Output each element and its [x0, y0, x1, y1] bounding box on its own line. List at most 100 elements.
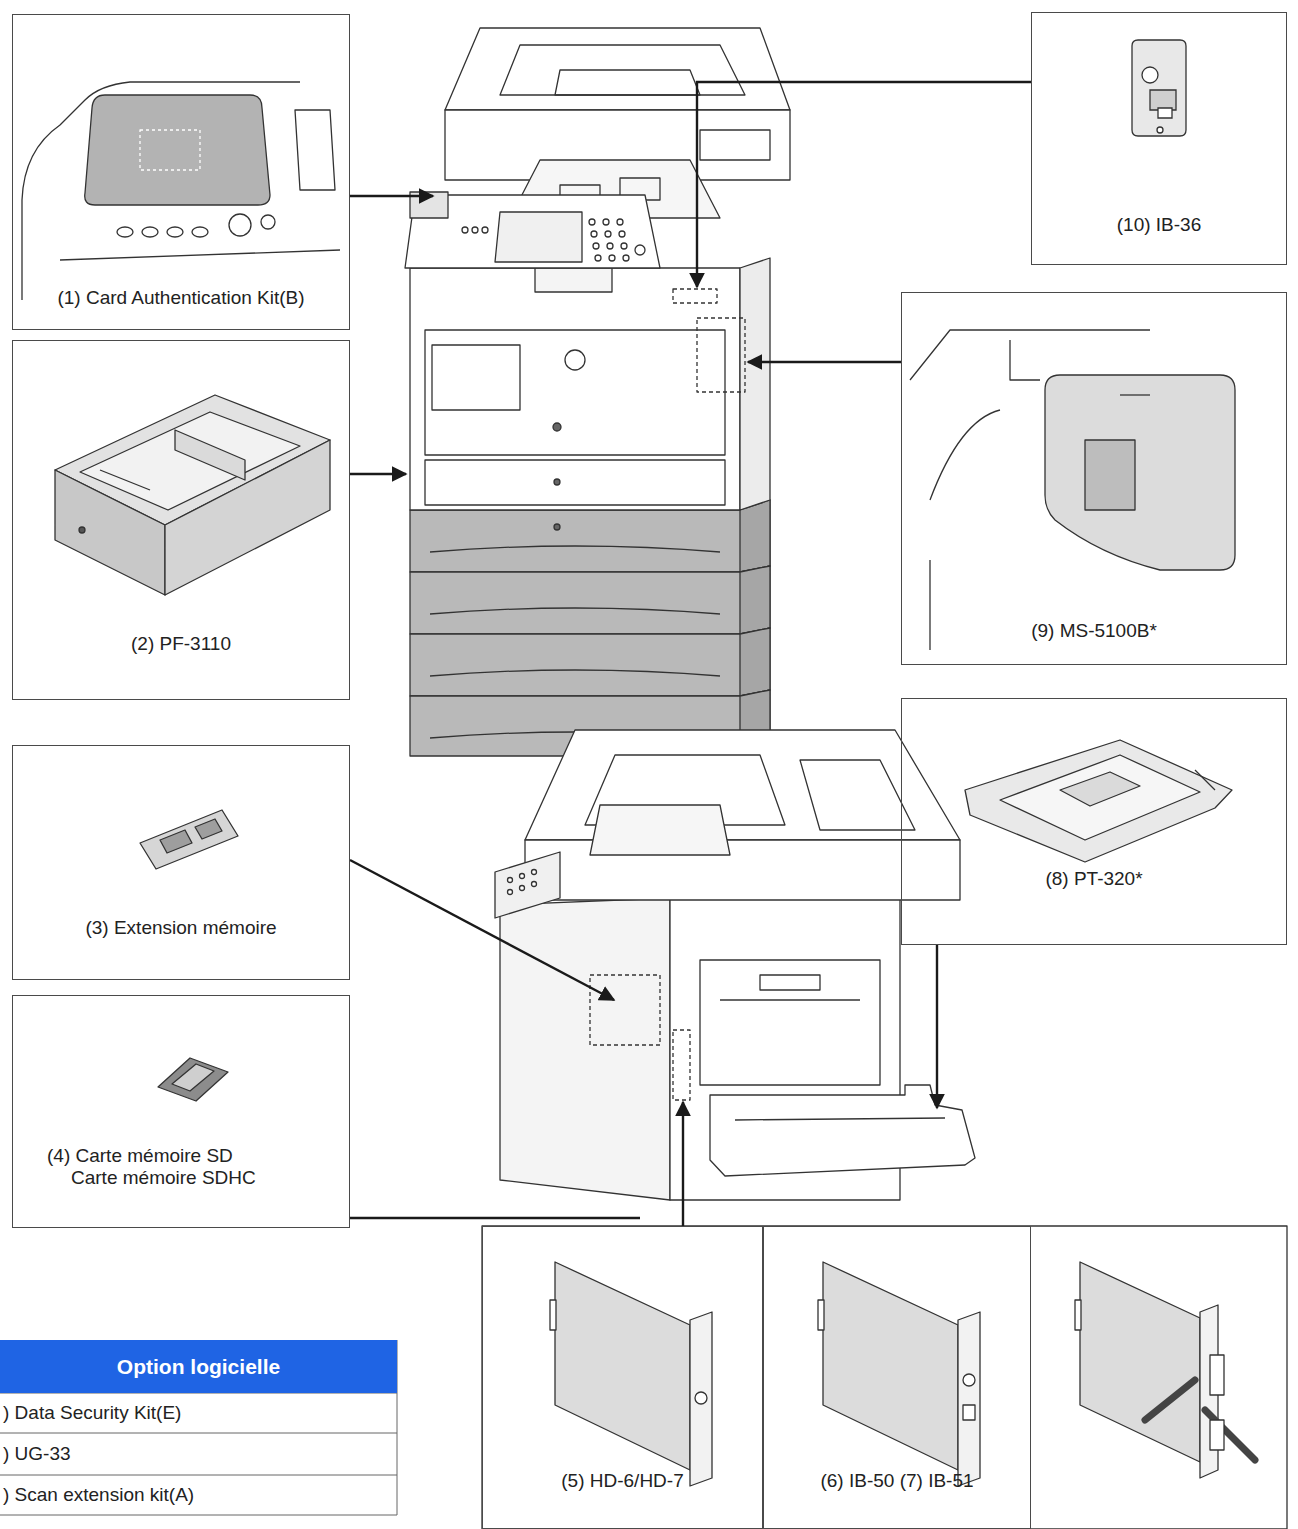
part-label: (2) PF-3110	[131, 633, 231, 655]
mount-part-shape	[1120, 394, 1150, 395]
paper-feeder-stack-shape	[430, 546, 720, 552]
output-tray-part	[965, 740, 1232, 862]
card-reader-closeup	[22, 82, 340, 300]
expansion-card-parts-shape	[482, 1226, 1287, 1529]
card-reader-closeup-shape	[295, 110, 335, 190]
operation-panel-shape	[609, 255, 615, 261]
operation-panel-shape	[589, 219, 595, 225]
output-tray-part-shape	[1000, 755, 1200, 840]
sd-card-part-shape	[172, 1064, 214, 1091]
printer-rear-view-shape	[760, 975, 820, 990]
printer-rear-view-shape	[525, 840, 960, 900]
leader-arrows-shape	[748, 361, 901, 363]
printer-rear-view-shape	[508, 878, 513, 883]
operation-panel-shape	[621, 243, 627, 249]
operation-panel-shape	[482, 227, 488, 233]
operation-panel-shape	[619, 231, 625, 237]
operation-panel-shape	[603, 219, 609, 225]
memory-module-part-shape	[160, 830, 192, 853]
operation-panel-shape	[635, 245, 645, 255]
dashed-slot	[697, 318, 745, 392]
interface-module-part-shape	[1142, 67, 1158, 83]
part-label: (6) IB-50 (7) IB-51	[820, 1470, 973, 1492]
sd-card-part-shape	[158, 1058, 228, 1101]
output-tray-part-shape	[1060, 772, 1140, 806]
table-cell: ) Scan extension kit(A)	[3, 1484, 393, 1508]
paper-feeder-stack-shape	[410, 628, 770, 696]
card-reader-closeup-shape	[229, 214, 251, 236]
interface-module-part-shape	[1150, 90, 1176, 110]
paper-feeder-stack	[410, 500, 770, 756]
table-grid-shape	[0, 1340, 397, 1515]
leader-arrows-shape	[697, 82, 1031, 287]
memory-module-part	[140, 810, 238, 869]
memory-module-part-shape	[195, 819, 222, 839]
paper-feeder-stack-shape	[410, 500, 770, 572]
printer-body-shape	[554, 479, 560, 485]
operation-panel-shape	[472, 227, 478, 233]
operation-panel-shape	[607, 243, 613, 249]
paper-feeder-stack-shape	[430, 608, 720, 614]
interface-module-part-shape	[1132, 40, 1186, 136]
leader-arrows-shape	[936, 945, 938, 1108]
mount-part-shape	[1045, 375, 1235, 570]
sd-card-part	[158, 1058, 228, 1101]
part-label: (9) MS-5100B*	[1031, 620, 1157, 642]
mount-part-shape	[910, 330, 1150, 380]
expansion-card-parts-shape	[1205, 1410, 1255, 1460]
card-reader-closeup-shape	[85, 95, 270, 205]
mount-part-shape	[929, 560, 930, 650]
expansion-card-parts-shape	[1075, 1300, 1081, 1330]
paper-feeder-part-shape	[80, 412, 300, 510]
operation-panel	[405, 192, 660, 268]
leader-arrows-shape	[682, 1102, 684, 1226]
operation-panel-shape	[462, 227, 468, 233]
printer-body-shape	[410, 268, 740, 510]
operation-panel-shape	[593, 243, 599, 249]
card-reader-closeup-shape	[22, 82, 300, 300]
table-cell: ) UG-33	[3, 1443, 393, 1467]
document-feeder-shape	[700, 130, 770, 160]
card-reader-closeup-shape	[60, 250, 340, 260]
paper-feeder-part-shape	[100, 470, 150, 490]
operation-panel-shape	[591, 231, 597, 237]
paper-feeder-stack-shape	[740, 628, 770, 696]
mount-part	[910, 330, 1235, 650]
part-label: (1) Card Authentication Kit(B)	[57, 287, 304, 309]
option-box: (5) HD-6/HD-7	[482, 1226, 763, 1529]
printer-rear-view-shape	[720, 999, 860, 1000]
operation-panel-shape	[623, 255, 629, 261]
printer-rear-view-shape	[710, 1085, 975, 1176]
expansion-card-parts-shape	[818, 1300, 824, 1330]
operation-panel-shape	[605, 231, 611, 237]
paper-feeder-stack-shape	[410, 566, 770, 634]
expansion-card-parts-shape	[555, 1262, 690, 1470]
expansion-card-parts	[482, 1226, 1287, 1529]
memory-module-part-shape	[140, 810, 238, 869]
operation-panel-shape	[595, 255, 601, 261]
document-feeder-shape	[500, 45, 745, 95]
leader-arrows-shape	[350, 1217, 640, 1219]
interface-module-part-shape	[1158, 108, 1172, 118]
printer-rear-view-shape	[590, 805, 730, 855]
expansion-card-parts-shape	[1210, 1355, 1224, 1395]
expansion-card-parts-shape	[823, 1262, 958, 1470]
paper-feeder-part	[55, 395, 330, 595]
printer-rear-view-shape	[532, 870, 537, 875]
document-feeder-shape	[555, 70, 700, 95]
expansion-card-parts-shape	[963, 1405, 975, 1420]
printer-rear-view-shape	[735, 1118, 945, 1120]
card-reader-closeup-shape	[140, 130, 200, 170]
leader-arrows-shape	[350, 860, 614, 1000]
card-reader-closeup-shape	[261, 215, 275, 229]
output-tray-part-shape	[965, 740, 1232, 862]
printer-body-shape	[432, 345, 520, 410]
mount-part-shape	[1010, 340, 1040, 380]
printer-body-shape	[425, 460, 725, 505]
printer-body-shape	[425, 330, 725, 455]
option-box: (8) PT-320*	[901, 698, 1287, 945]
printer-rear-view-shape	[495, 852, 560, 918]
printer-rear-view-shape	[520, 886, 525, 891]
operation-panel-shape	[495, 212, 582, 262]
